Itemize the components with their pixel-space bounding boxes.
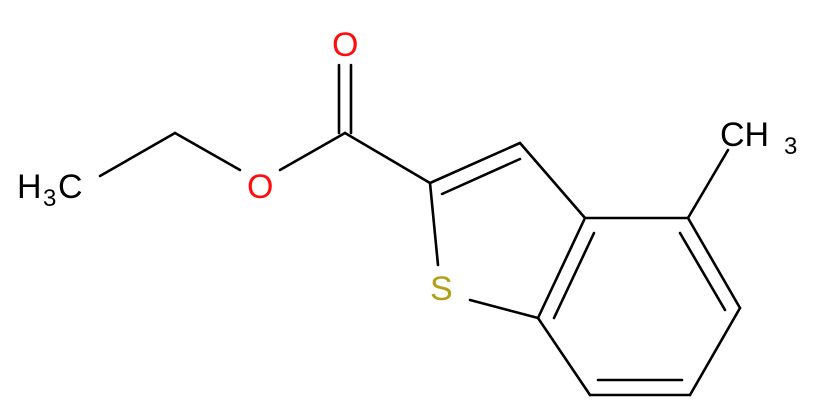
bond-c3-c3a	[518, 141, 587, 220]
bond-c2-c3-a	[428, 141, 522, 185]
bond-c2-c3-b	[440, 157, 522, 196]
bond-c4-c5-a	[686, 216, 742, 310]
bond-carbonyl-c2	[343, 131, 432, 185]
methyl-left-subscript: 3	[43, 185, 56, 212]
bond-c3a-c7a-a	[536, 216, 587, 320]
methyl-left-c-label: C	[58, 168, 83, 206]
bond-o-carbonyl-c	[278, 131, 347, 172]
methyl-left-h-label: H	[17, 168, 42, 206]
bond-ch2-o	[173, 131, 242, 172]
carbonyl-oxygen-label: O	[332, 26, 358, 64]
methyl-right-ch-label: CH	[720, 116, 769, 154]
bond-c7-c7a	[536, 316, 592, 397]
bond-c3a-c7a-b	[552, 231, 596, 320]
ester-oxygen-label: O	[247, 168, 273, 206]
bond-c4-methyl	[686, 148, 730, 220]
methyl-right-subscript: 3	[784, 133, 797, 160]
bond-c5-c6	[688, 306, 742, 397]
bond-c4-c5-b	[678, 231, 727, 312]
bond-c2-s	[428, 181, 440, 267]
sulfur-label: S	[430, 270, 453, 308]
bond-ch3-ch2	[98, 131, 177, 178]
bond-s-c7a	[468, 298, 540, 320]
